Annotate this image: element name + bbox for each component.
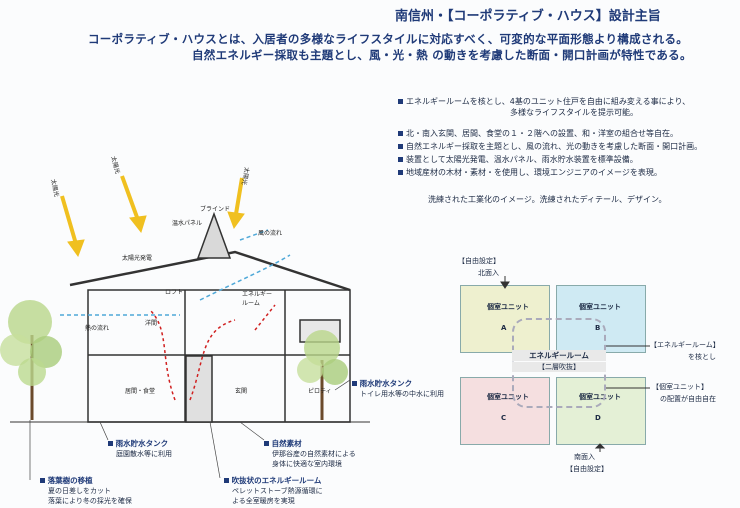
bullet-item: 地域産材の木材・素材・を使用し、環境エンジニアのイメージを表現。 xyxy=(398,167,662,178)
plan-side-desc: を核とし xyxy=(688,353,716,361)
rain-tank-left-title: 雨水貯水タンク xyxy=(108,438,168,449)
page-title: 南信州・【コーポラティブ・ハウス】設計主旨 xyxy=(395,9,661,24)
bullet-square-icon xyxy=(264,441,269,446)
heat-flow-label: 熱の流れ xyxy=(85,325,110,332)
bullet-square-icon xyxy=(224,478,229,483)
atrium-title: 吹抜状のエネルギールーム xyxy=(224,475,321,486)
entrance-label: 玄関 xyxy=(235,388,248,395)
lead-line-2: 自然エネルギー採取も主題とし、風・光・熱 の動きを考慮した断面・開口計画が特性で… xyxy=(192,48,692,62)
plan-south-entry: 南面入 xyxy=(574,453,595,461)
living-label: 居間・食堂 xyxy=(125,388,156,395)
hot-panel-label: 温水パネル xyxy=(172,220,203,227)
solar-gen-label: 太陽光発電 xyxy=(122,255,153,262)
bullet-square-icon xyxy=(398,131,403,136)
material-title: 自然素材 xyxy=(264,438,302,449)
atrium-desc-2: よる全室暖房を実現 xyxy=(232,497,295,505)
tagline: 洗練された工業化のイメージ。洗練されたディテール、デザイン。 xyxy=(428,195,667,204)
bullet-item: 北・南入玄関、居間、食堂の１・２階への設置、和・洋室の組合せ等自在。 xyxy=(398,128,678,139)
plan-free-top: 【自由設定】 xyxy=(458,257,500,265)
heat-flow-arrows xyxy=(149,304,276,401)
sun-arrows xyxy=(60,175,245,258)
plan-energy-room: エネルギールーム xyxy=(512,350,606,361)
plan-unit-desc: の配置が自由自在 xyxy=(660,395,716,403)
deciduous-tree-left xyxy=(0,300,62,420)
plan-north-entry: 北面入 xyxy=(478,269,499,277)
rain-tank-right-title: 雨水貯水タンク xyxy=(352,378,412,389)
bullet-square-icon xyxy=(398,99,403,104)
atrium-desc-1: ペレットストーブ熱源循環に xyxy=(232,487,323,495)
air-flow-arrows xyxy=(60,229,291,316)
tree-title: 落葉樹の移植 xyxy=(40,475,93,486)
tree-desc-2: 落葉により冬の採光を確保 xyxy=(48,497,132,505)
unit-room-c: 個室ユニット C xyxy=(460,377,550,445)
studio-label: 洋間 xyxy=(145,320,158,327)
bullet-square-icon xyxy=(398,170,403,175)
bullet-square-icon xyxy=(108,441,113,446)
bullet-square-icon xyxy=(398,157,403,162)
loft-label: ロフト xyxy=(165,289,184,296)
material-desc-2: 身体に快適な室内環境 xyxy=(272,460,342,468)
bullet-square-icon xyxy=(352,381,357,386)
wind-label: 風の流れ xyxy=(258,230,283,237)
rain-tank-left-desc: 庭園散水等に利用 xyxy=(116,450,172,458)
bullet-item: エネルギールームを核とし、4基のユニット住戸を自由に組み変える事により、 xyxy=(398,96,690,107)
lead-line-1: コーポラティブ・ハウスとは、入居者の多様なライフスタイルに対応すべく、可変的な平… xyxy=(88,32,689,46)
plan-unit-title: 【個室ユニット】 xyxy=(652,383,708,391)
blind-label: ブラインド xyxy=(200,206,231,213)
energy-room-label: エネルギー ルーム xyxy=(242,291,273,307)
tree-desc-1: 夏の日差しをカット xyxy=(48,487,111,495)
bullet-item: 装置として太陽光発電、温水パネル、雨水貯水装置を標準設備。 xyxy=(398,154,638,165)
house-section xyxy=(69,211,351,423)
bullet-item: 自然エネルギー採取を主題とし、風の流れ、光の動きを考慮した断面・開口計画。 xyxy=(398,141,702,152)
bullet-square-icon xyxy=(40,478,45,483)
deciduous-tree-right xyxy=(297,330,348,420)
material-desc-1: 伊那谷産の自然素材による xyxy=(272,450,356,458)
rain-tank-right-desc: トイレ用水等の中水に利用 xyxy=(360,390,444,398)
bullet-square-icon xyxy=(398,144,403,149)
plan-atrium: 【二層吹抜】 xyxy=(512,362,606,372)
bullet-continuation: 多様なライフスタイルを提示可能。 xyxy=(510,108,638,117)
annotation-leaders xyxy=(29,379,351,480)
plan-side-title: 【エネルギールーム】 xyxy=(650,341,720,349)
plan-free-bottom: 【自由設定】 xyxy=(566,465,608,473)
piloti-label: ピロティ xyxy=(308,388,332,395)
